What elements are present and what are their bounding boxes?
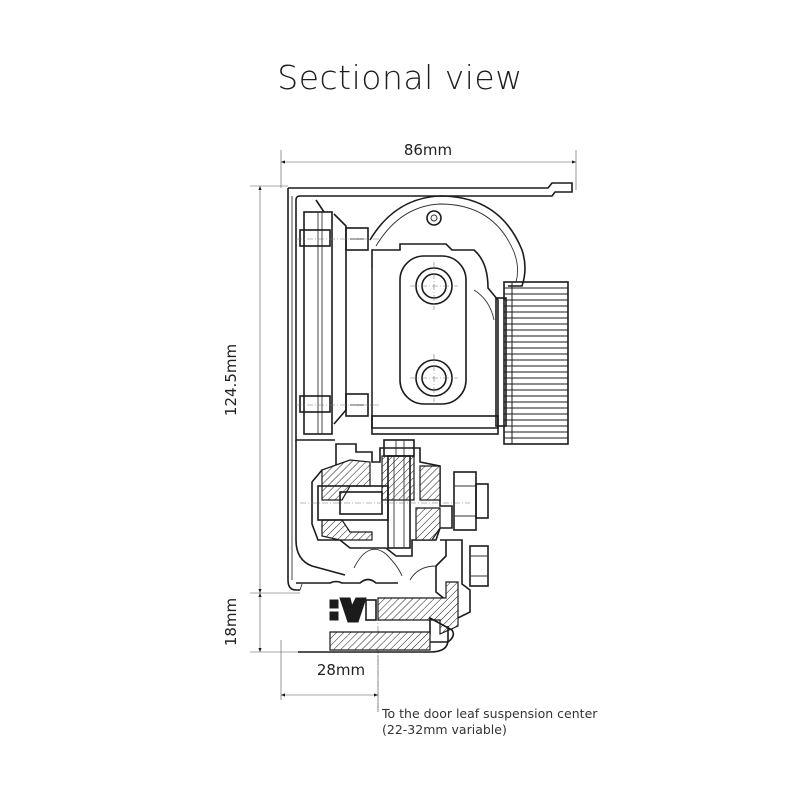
dim-label-28mm: 28mm xyxy=(317,661,365,679)
dim-124-5mm: 124.5mm xyxy=(222,185,300,594)
plate-fasteners xyxy=(296,227,380,417)
dim-18mm: 18mm xyxy=(222,593,300,653)
door-clamp xyxy=(298,581,459,653)
dim-label-86mm: 86mm xyxy=(404,141,452,159)
dim-28mm: 28mm xyxy=(280,640,379,712)
dim-label-18mm: 18mm xyxy=(222,598,240,646)
note-line-1: To the door leaf suspension center xyxy=(381,706,598,721)
dim-86mm: 86mm xyxy=(280,141,577,190)
aluminium-profile xyxy=(287,182,573,591)
dim-label-124-5mm: 124.5mm xyxy=(222,344,240,416)
motor-housing xyxy=(369,195,526,287)
timing-pulley xyxy=(495,281,569,445)
suspension-center-note: To the door leaf suspension center (22-3… xyxy=(377,615,598,737)
gearbox-body xyxy=(371,243,499,435)
pulley-teeth xyxy=(504,282,568,444)
diagram-title: Sectional view xyxy=(277,58,523,97)
mounting-plate xyxy=(303,199,347,435)
note-line-2: (22-32mm variable) xyxy=(382,722,507,737)
hanger-bracket xyxy=(300,439,489,619)
